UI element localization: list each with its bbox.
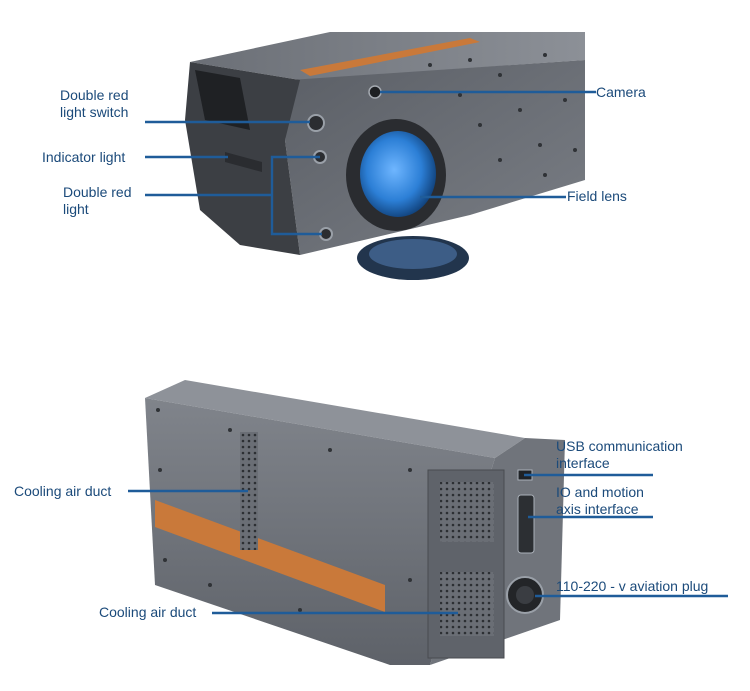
bottom-device-screws [156,408,412,612]
light-switch-knob [307,114,325,132]
label-field-lens: Field lens [567,188,627,204]
label-double-red-light-switch: Double red light switch [60,87,129,120]
bottom-device-side-panel [145,398,495,665]
camera-hole [368,85,382,99]
label-indicator-light: Indicator light [42,149,126,165]
label-double-red-light: Double red light [63,184,132,217]
indicator-slot [225,152,262,172]
aviation-plug-inner [516,586,534,604]
label-cooling-air-duct-side: Cooling air duct [14,483,112,499]
top-device-stripe [300,38,480,76]
leader-double-red-light-bracket [270,155,322,236]
bottom-device-top-surface [145,380,525,458]
lens-cap-inner [369,239,457,269]
label-camera: Camera [596,84,646,100]
top-device [185,32,585,280]
front-cooling-vent-lower [440,572,494,636]
label-io-motion-interface: IO and motion axis interface [556,484,644,517]
leader-lines [128,90,728,615]
front-cooling-vent-upper [440,482,494,542]
label-aviation-plug: 110-220 - v aviation plug [556,578,709,594]
label-cooling-air-duct-front: Cooling air duct [99,604,197,620]
label-usb-interface: USB communication interface [556,438,683,471]
field-lens-glass [360,131,436,217]
bottom-device-stripe [155,500,385,612]
top-device-screws [428,53,577,177]
bottom-device [145,380,565,665]
io-db-connector [517,494,535,554]
top-device-front-bezel [195,70,250,130]
side-cooling-vent [240,432,258,550]
